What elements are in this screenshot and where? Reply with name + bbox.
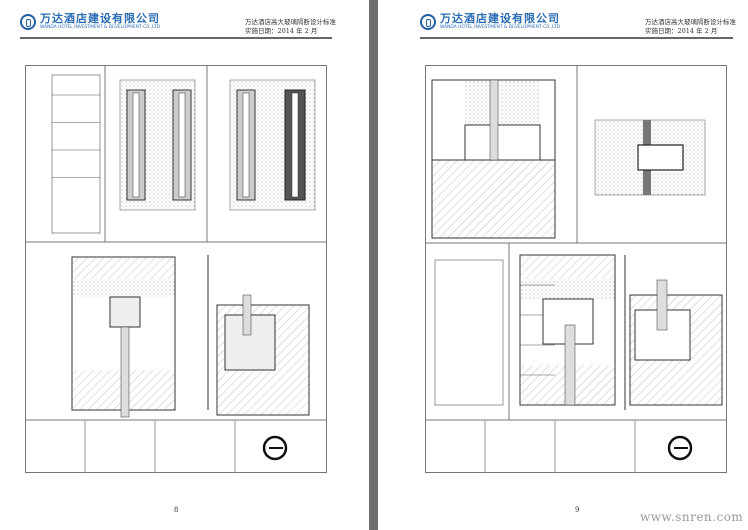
- header-info: 万达酒店高大玻璃隔断设计标准 实施日期：2014 年 2 月: [245, 18, 336, 36]
- wanda-logo-icon: [20, 14, 36, 30]
- page-number: 9: [575, 506, 580, 514]
- technical-drawing: [25, 65, 327, 473]
- document-page-9: 万达酒店建设有限公司 WANDA HOTEL INVESTMENT & DEVE…: [378, 0, 748, 530]
- doc-title: 万达酒店高大玻璃隔断设计标准: [245, 18, 336, 26]
- company-name-en: WANDA HOTEL INVESTMENT & DEVELOPMENT CO.…: [440, 25, 561, 30]
- company-name-cn: 万达酒店建设有限公司: [40, 12, 160, 25]
- page-gutter: [369, 0, 378, 530]
- watermark: www.snren.com: [640, 510, 744, 524]
- wanda-logo-icon: [420, 14, 436, 30]
- company-logo: 万达酒店建设有限公司 WANDA HOTEL INVESTMENT & DEVE…: [420, 13, 560, 31]
- page-number: 8: [174, 506, 179, 514]
- header-info: 万达酒店高大玻璃隔断设计标准 实施日期：2014 年 2 月: [645, 18, 736, 36]
- company-name-en: WANDA HOTEL INVESTMENT & DEVELOPMENT CO.…: [40, 25, 161, 30]
- doc-date: 实施日期：2014 年 2 月: [645, 27, 718, 35]
- document-page-8: 万达酒店建设有限公司 WANDA HOTEL INVESTMENT & DEVE…: [0, 0, 369, 530]
- header-rule: [420, 37, 733, 39]
- doc-title: 万达酒店高大玻璃隔断设计标准: [645, 18, 736, 26]
- header-rule: [20, 37, 332, 39]
- company-logo: 万达酒店建设有限公司 WANDA HOTEL INVESTMENT & DEVE…: [20, 13, 160, 31]
- technical-drawing: [425, 65, 727, 473]
- company-name-cn: 万达酒店建设有限公司: [440, 12, 560, 25]
- doc-date: 实施日期：2014 年 2 月: [245, 27, 318, 35]
